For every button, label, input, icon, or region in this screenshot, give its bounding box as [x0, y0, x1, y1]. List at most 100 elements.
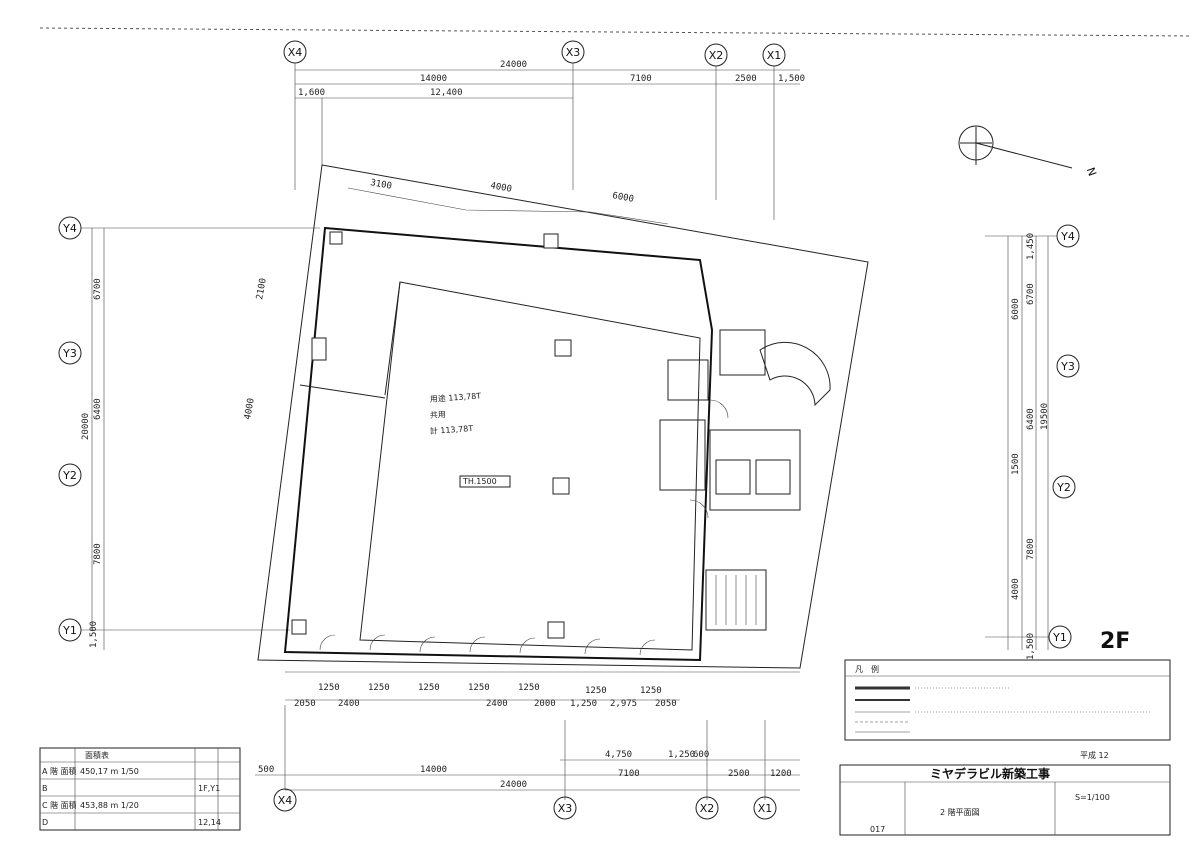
dim-bottom-500: 500	[258, 765, 274, 775]
doors-bottom	[319, 634, 656, 656]
room-box-label: TH.1500	[462, 477, 497, 486]
drawing-title: 2 階平面図	[940, 807, 980, 817]
room-line-1: 用途 113,78T	[429, 390, 481, 404]
dim-skew-2100: 2100	[255, 277, 269, 300]
site-boundary	[257, 164, 869, 669]
dim-right-1450: 1,450	[1026, 233, 1036, 260]
axis-label-y2-right: Y2	[1056, 481, 1071, 494]
dims-top: 24000 14000 7100 2500 1,500 1,600 12,400	[294, 60, 805, 220]
columns	[291, 231, 572, 639]
dim-bay-1: 2050	[294, 699, 316, 709]
room-label: 用途 113,78T 共用 計 113,78T TH.1500	[429, 390, 511, 488]
area-row-3-label: C 階 面積	[42, 800, 77, 810]
dim-bottom-1200: 1200	[770, 769, 792, 779]
area-table-header: 面積表	[85, 750, 109, 760]
axis-y-right: Y4 Y3 Y2 Y1 19500 1,450 6700 6000 6400 1…	[985, 224, 1080, 660]
dims-bottom: 1250 1250 1250 1250 1250 1250 1250 2050 …	[255, 671, 800, 800]
dim-right-6000: 6000	[1011, 298, 1021, 320]
dim-left-1500: 1,500	[89, 621, 99, 648]
axis-label-y1-left: Y1	[62, 624, 77, 637]
dim-left-6400: 6400	[93, 398, 103, 420]
dim-bay-5: 1,250	[570, 699, 597, 709]
dim-right-6400: 6400	[1026, 408, 1036, 430]
axis-label-x1-bottom: X1	[758, 802, 773, 815]
room-line-2: 共用	[430, 410, 447, 420]
title-date: 平成 12	[1080, 750, 1109, 760]
axis-label-x4-top: X4	[288, 46, 303, 59]
dim-small-2: 1,250	[668, 750, 695, 760]
axis-label-y4-right: Y4	[1060, 230, 1075, 243]
axis-x-top: X4 X3 X2 X1	[283, 40, 786, 67]
dim-right-1500: 1500	[1011, 453, 1021, 475]
area-row-4-value: 12,14	[198, 818, 221, 827]
dim-open-4: 1250	[468, 683, 490, 693]
dim-right-7800: 7800	[1026, 538, 1036, 560]
axis-label-y3-left: Y3	[62, 347, 77, 360]
axis-y-left: Y4 Y3 Y2 Y1 20000 6700 6400 7800 1,500	[58, 216, 320, 650]
axis-label-x4-bottom: X4	[278, 794, 293, 807]
dim-skew-3100: 3100	[369, 178, 392, 192]
axis-label-y1-right: Y1	[1052, 631, 1067, 644]
dim-open-7: 1250	[640, 686, 662, 696]
drawing-scale: S=1/100	[1075, 793, 1110, 802]
dim-right-1500b: 1,500	[1026, 633, 1036, 660]
dim-bay-7: 2050	[655, 699, 677, 709]
drawing-number: 017	[870, 825, 885, 834]
dim-skew-6000: 6000	[611, 191, 634, 205]
sheet-top-edge	[39, 27, 1191, 37]
building-outline	[283, 226, 714, 662]
dim-open-1: 1250	[318, 683, 340, 693]
dim-bottom-7100: 7100	[618, 769, 640, 779]
dim-small-3: 600	[693, 750, 709, 760]
dim-open-2: 1250	[368, 683, 390, 693]
dim-overall-top: 24000	[500, 60, 527, 70]
dim-bottom-overall: 24000	[500, 780, 527, 790]
project-title: ミヤデラビル新築工事	[930, 766, 1050, 781]
area-row-3-value: 453,88 m 1/20	[80, 801, 139, 810]
dim-top-1500: 1,500	[778, 74, 805, 84]
area-row-1-label: A 階 面積	[42, 766, 77, 776]
floor-label: 2F	[1100, 629, 1130, 654]
legend-title: 凡 例	[855, 664, 879, 674]
dim-bay-3: 2400	[486, 699, 508, 709]
axis-label-x1-top: X1	[767, 49, 782, 62]
room-line-3: 計 113,78T	[429, 423, 473, 436]
dim-bay-6: 2,975	[610, 699, 637, 709]
axis-label-x2-top: X2	[709, 49, 724, 62]
dim-top-2500: 2500	[735, 74, 757, 84]
dim-open-6: 1250	[585, 686, 607, 696]
area-row-1-value: 450,17 m 1/50	[80, 767, 139, 776]
dim-left-7800: 7800	[93, 543, 103, 565]
dim-right-4000: 4000	[1011, 578, 1021, 600]
north-arrow: N	[958, 125, 1099, 178]
area-row-4-label: D	[42, 818, 48, 827]
area-row-2-value: 1F,Y1	[198, 784, 220, 793]
dim-top-14000: 14000	[420, 74, 447, 84]
floor-zone-outline	[359, 281, 701, 651]
axis-label-y3-right: Y3	[1060, 360, 1075, 373]
dims-skew-top: 3100 4000 6000 2100 4000	[243, 178, 669, 421]
dim-left-total: 20000	[81, 413, 91, 440]
dim-small-1: 4,750	[605, 750, 632, 760]
dim-top-1600: 1,600	[298, 88, 325, 98]
area-row-2-label: B	[42, 784, 48, 793]
dim-top-7100: 7100	[630, 74, 652, 84]
axis-label-y4-left: Y4	[62, 222, 77, 235]
dim-bottom-14000: 14000	[420, 765, 447, 775]
legend: 凡 例	[844, 659, 1171, 741]
axis-label-x3-top: X3	[566, 46, 581, 59]
dim-left-6700: 6700	[93, 278, 103, 300]
axis-x-bottom: X4 X3 X2 X1	[273, 788, 777, 820]
north-label: N	[1084, 166, 1099, 178]
dim-skew-4000-left: 4000	[243, 397, 257, 420]
title-block: ミヤデラビル新築工事 平成 12 2 階平面図 S=1/100 017	[839, 750, 1171, 836]
axis-label-y2-left: Y2	[62, 469, 77, 482]
core-area	[659, 329, 831, 631]
dim-right-total: 19500	[1040, 403, 1050, 430]
dim-bay-4: 2000	[534, 699, 556, 709]
area-table: 面積表 A 階 面積 450,17 m 1/50 B 1F,Y1 C 階 面積 …	[39, 747, 241, 831]
dim-open-5: 1250	[518, 683, 540, 693]
dim-open-3: 1250	[418, 683, 440, 693]
axis-label-x3-bottom: X3	[558, 802, 573, 815]
